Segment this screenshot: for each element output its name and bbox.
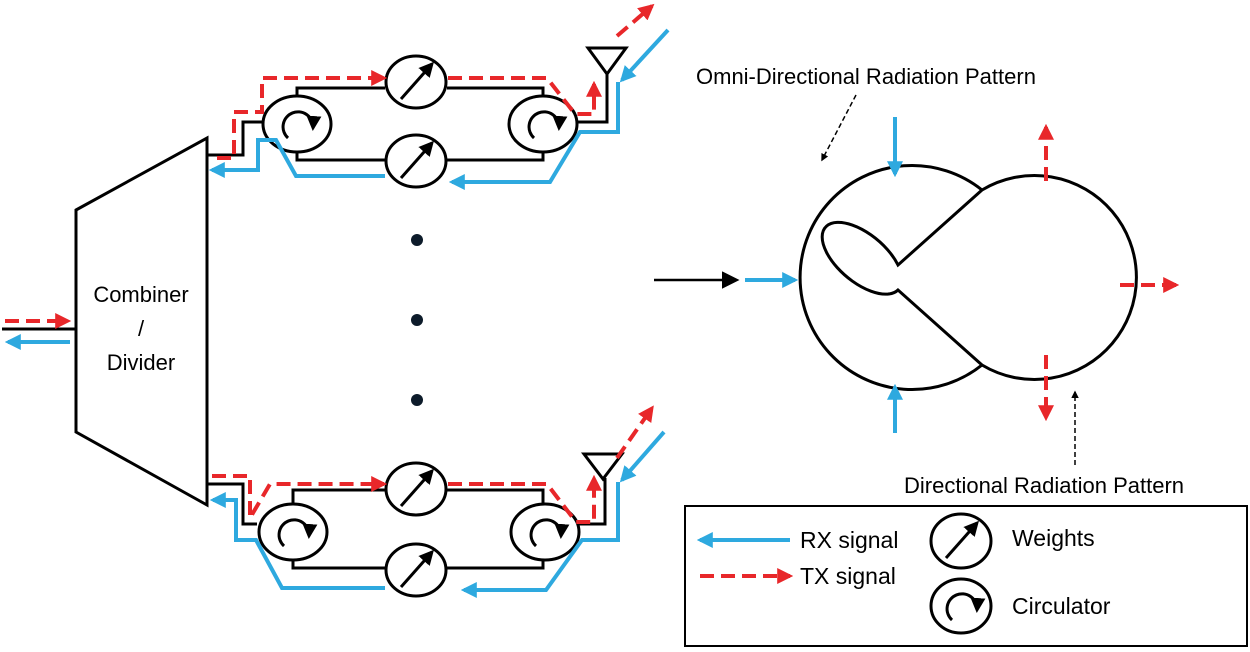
tx-radiated-arrow: [615, 3, 655, 38]
omni-label: Omni-Directional Radiation Pattern: [696, 64, 1036, 89]
combiner-divider: Combiner / Divider: [74, 135, 209, 508]
circulator-icon: [929, 577, 993, 635]
legend-circulator-label: Circulator: [1012, 593, 1111, 619]
legend: RX signal TX signal Weights Circulator: [684, 505, 1248, 647]
combiner-label: Combiner: [93, 282, 188, 307]
rx-incoming-arrow: [619, 28, 670, 83]
top-branch: [207, 3, 670, 190]
legend-rx-label: RX signal: [800, 527, 898, 553]
rx-path: [209, 492, 385, 590]
legend-tx-label: TX signal: [800, 563, 896, 589]
tx-path: [212, 474, 388, 526]
weight-icon: [384, 461, 448, 517]
ellipsis-dot: [411, 314, 423, 326]
ellipsis-dot: [411, 394, 423, 406]
antenna-icon: [585, 46, 629, 77]
weight-icon: [384, 542, 448, 598]
circulator-icon: [261, 94, 333, 154]
rx-path: [208, 138, 385, 178]
ellipsis-dot: [411, 234, 423, 246]
weight-icon: [384, 133, 448, 189]
circulator-icon: [509, 502, 581, 562]
directional-label: Directional Radiation Pattern: [904, 473, 1184, 498]
radiation-patterns: Omni-Directional Radiation Pattern Direc…: [654, 64, 1184, 498]
tx-path: [448, 76, 602, 116]
rx-path: [448, 82, 620, 190]
tx-path: [448, 474, 602, 524]
weight-icon: [929, 512, 993, 570]
input-port: [2, 313, 76, 350]
bottom-branch: [207, 405, 666, 598]
rx-incoming-arrow: [619, 430, 666, 483]
tx-path: [217, 70, 388, 160]
rx-path: [460, 482, 620, 598]
combiner-slash: /: [138, 316, 145, 341]
legend-weights-label: Weights: [1012, 525, 1095, 551]
circulator-icon: [507, 94, 579, 154]
tx-radiated-arrow: [615, 405, 654, 460]
circulator-icon: [257, 502, 329, 562]
weight-icon: [384, 54, 448, 110]
omni-pattern: [798, 164, 983, 391]
directional-pattern: [820, 174, 1138, 381]
antenna-icon: [580, 452, 626, 482]
divider-label: Divider: [107, 350, 175, 375]
